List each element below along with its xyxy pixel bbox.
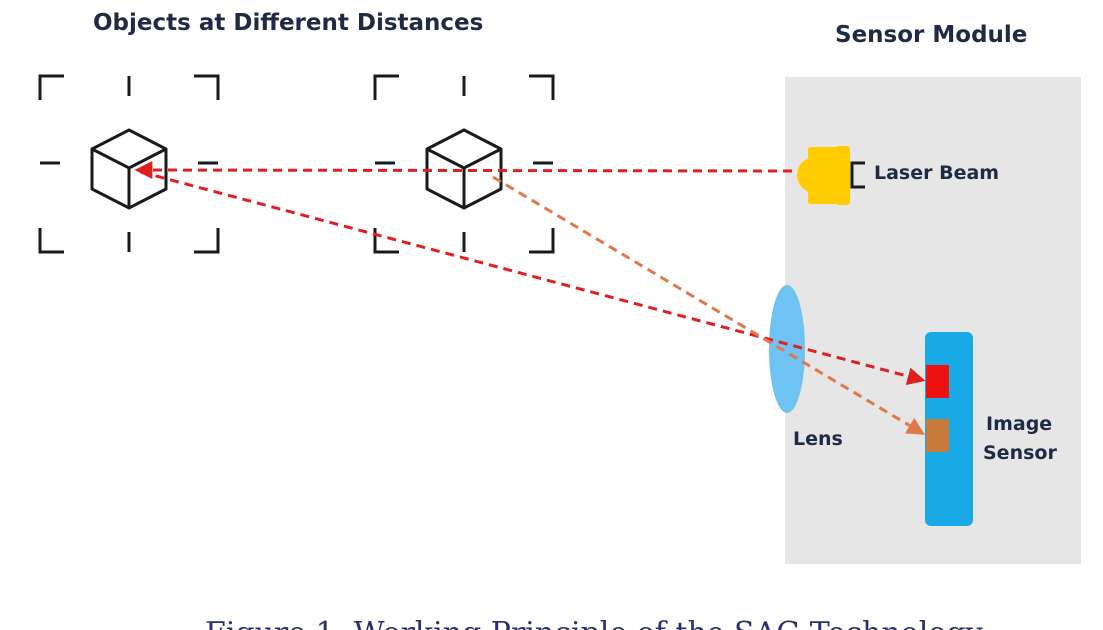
viewfinder-icon	[38, 74, 220, 254]
figure-caption: Figure 1. Working Principle of the SAG T…	[205, 616, 983, 630]
lens-label: Lens	[793, 428, 843, 450]
near-object	[373, 74, 555, 254]
far-object-pixel	[926, 365, 949, 398]
sensor-module-title: Sensor Module	[835, 22, 1027, 48]
lens-shape	[769, 285, 805, 413]
cube-icon	[90, 128, 168, 210]
laser-diode-icon	[797, 146, 865, 205]
near-reflected-beam	[492, 175, 926, 435]
image-sensor-label-line1: Image	[986, 413, 1052, 435]
viewfinder-icon	[373, 74, 555, 254]
far-object	[38, 74, 220, 254]
objects-title: Objects at Different Distances	[93, 10, 483, 36]
image-sensor-label-line2: Sensor	[983, 442, 1057, 464]
beam-paths	[134, 161, 926, 435]
laser-beam-label: Laser Beam	[874, 162, 999, 184]
cube-icon	[425, 128, 503, 210]
laser-outgoing-beam	[134, 161, 793, 180]
near-object-pixel	[926, 419, 949, 452]
